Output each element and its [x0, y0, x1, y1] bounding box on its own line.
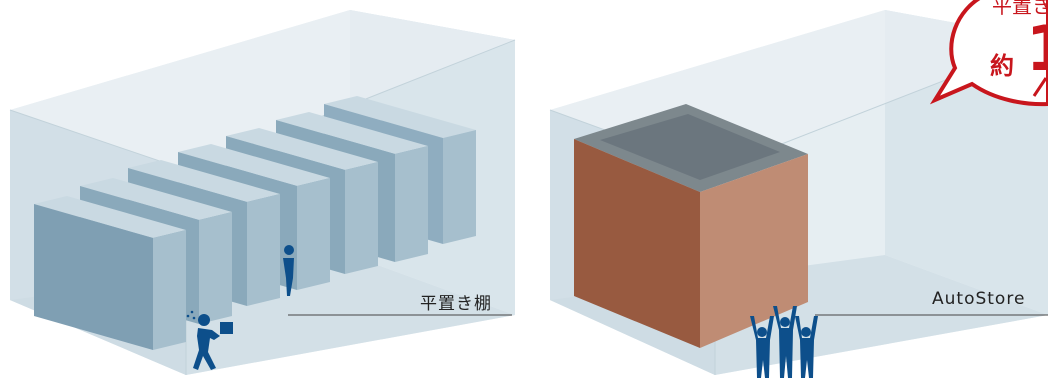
- callout-prefix-text: 約: [990, 52, 1014, 80]
- callout-speech-bubble: [929, 0, 1048, 107]
- worker-carrying-box-icon: [186, 310, 233, 370]
- right-warehouse: [549, 10, 1048, 378]
- autostore-cube-side: [700, 154, 808, 348]
- autostore-cube-top-inset: [600, 114, 780, 180]
- flat-shelving-label: 平置き棚: [420, 294, 492, 314]
- callout-top-text: 平置き: [992, 0, 1048, 18]
- cheering-workers-icon: [750, 306, 818, 378]
- autostore-cube-front: [574, 139, 700, 348]
- left-room-top: [10, 10, 515, 170]
- shelf-unit: [34, 196, 186, 350]
- autostore-label: AutoStore: [932, 289, 1026, 309]
- autostore-grid-cube: [574, 104, 808, 348]
- left-warehouse: [9, 10, 516, 375]
- worker-standing-icon: [283, 245, 294, 296]
- callout-number-text: 1: [1026, 12, 1048, 85]
